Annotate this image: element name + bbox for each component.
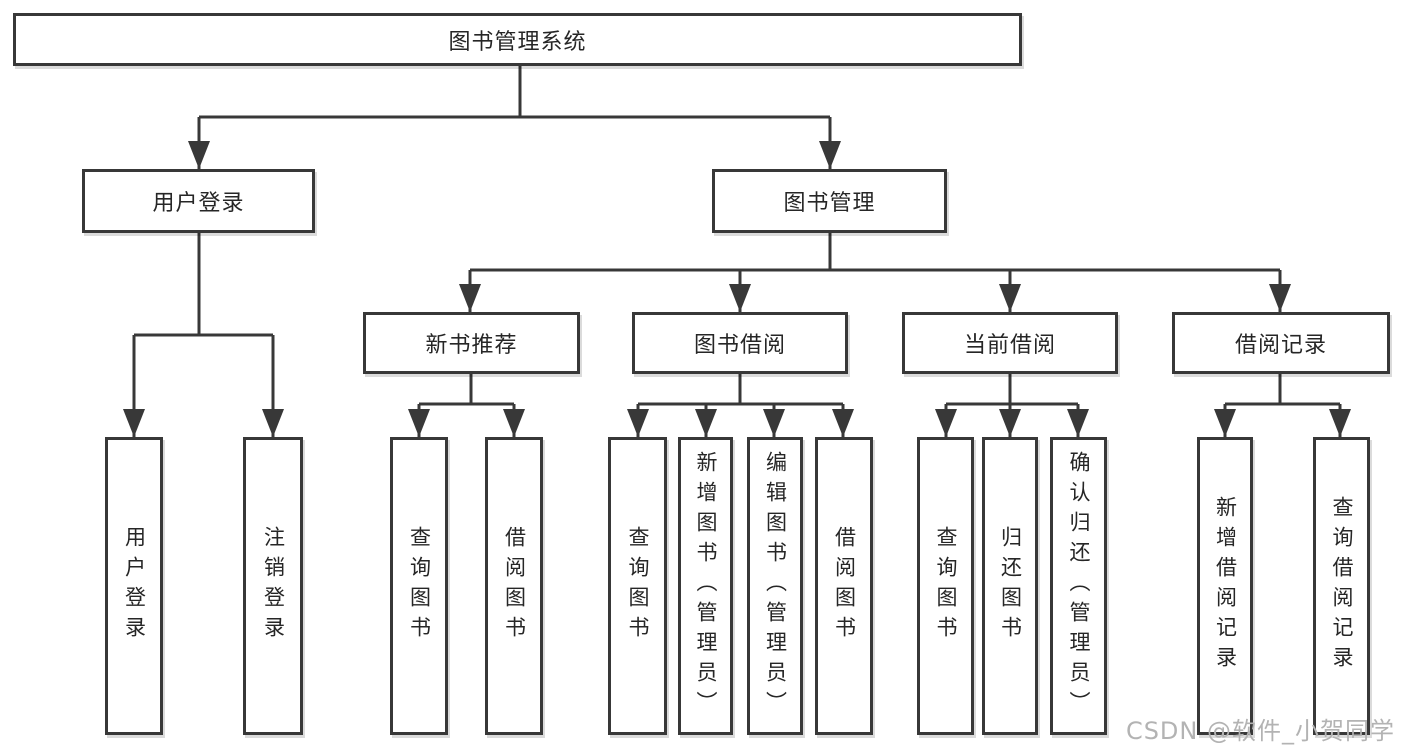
node-user-login: 用户登录 bbox=[82, 169, 315, 233]
leaf-logout: 注销登录 bbox=[243, 437, 303, 735]
node-library-management-system: 图书管理系统 bbox=[13, 13, 1022, 66]
node-borrow-records: 借阅记录 bbox=[1172, 312, 1390, 374]
leaf-query-borrow-record: 查询借阅记录 bbox=[1313, 437, 1370, 735]
leaf-borrow-books-2: 借阅图书 bbox=[815, 437, 873, 735]
leaf-return-books: 归还图书 bbox=[982, 437, 1038, 735]
node-book-borrow: 图书借阅 bbox=[632, 312, 848, 374]
leaf-query-books-2: 查询图书 bbox=[608, 437, 667, 735]
node-current-borrow: 当前借阅 bbox=[902, 312, 1118, 374]
leaf-add-book-admin: 新增图书（管理员） bbox=[678, 437, 733, 735]
leaf-edit-book-admin: 编辑图书（管理员） bbox=[747, 437, 803, 735]
node-new-book-recommend: 新书推荐 bbox=[363, 312, 580, 374]
leaf-query-books-3: 查询图书 bbox=[917, 437, 974, 735]
leaf-user-login: 用户登录 bbox=[105, 437, 163, 735]
node-book-management: 图书管理 bbox=[712, 169, 947, 233]
leaf-confirm-return-admin: 确认归还（管理员） bbox=[1050, 437, 1107, 735]
tree-skeleton bbox=[134, 66, 1340, 406]
leaf-borrow-books-1: 借阅图书 bbox=[485, 437, 543, 735]
csdn-watermark: CSDN @软件_小贺同学 bbox=[1125, 717, 1395, 745]
leaf-query-books-1: 查询图书 bbox=[390, 437, 448, 735]
leaf-add-borrow-record: 新增借阅记录 bbox=[1197, 437, 1253, 735]
